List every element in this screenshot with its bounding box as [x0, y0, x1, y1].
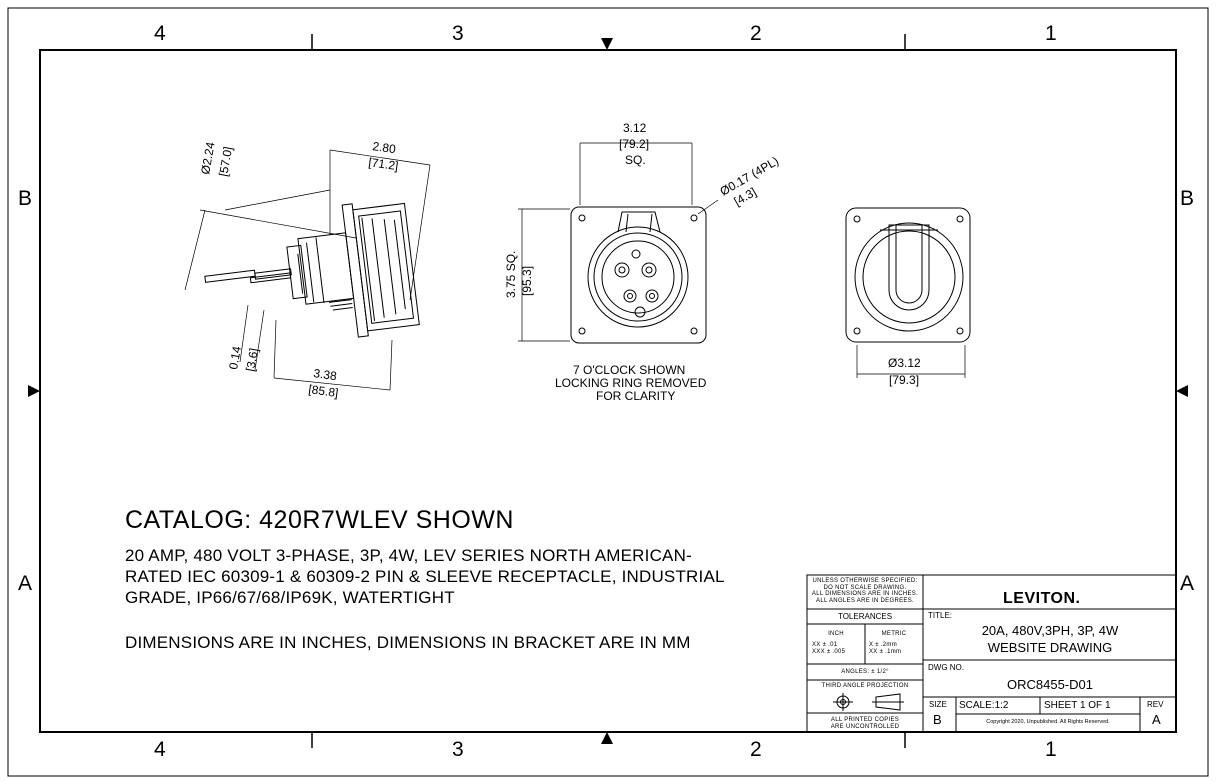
description-line-3: GRADE, IP66/67/68/IP69K, WATERTIGHT — [125, 588, 455, 607]
unless-line-3: ALL DIMENSIONS ARE IN INCHES. — [811, 591, 919, 597]
unless-note: UNLESS OTHERWISE SPECIFIED: DO NOT SCALE… — [808, 578, 922, 604]
front-note-3: FOR CLARITY — [596, 389, 675, 403]
uncontrolled-line-1: ALL PRINTED COPIES — [830, 717, 900, 723]
zone-bottom-4: 4 — [154, 738, 166, 761]
copyright: Copyright 2020, Unpublished. All Rights … — [986, 719, 1110, 725]
description-line-1: 20 AMP, 480 VOLT 3-PHASE, 3P, 4W, LEV SE… — [125, 546, 692, 565]
size-label: SIZE — [929, 700, 947, 709]
side-length-in: 3.38 — [313, 366, 338, 383]
zone-left-b: B — [18, 187, 33, 210]
zone-right-a: A — [1180, 572, 1195, 595]
zone-left-a: A — [18, 572, 33, 595]
title-line-1: 20A, 480V,3PH, 3P, 4W — [981, 623, 1119, 638]
zone-bottom-3: 3 — [452, 738, 464, 761]
inch-label: INCH — [828, 631, 844, 637]
front-height-in: 3.75 SQ. — [504, 251, 518, 298]
center-marks — [28, 38, 1188, 744]
side-depth-in: 2.80 — [372, 139, 397, 156]
zone-top-1: 1 — [1045, 22, 1057, 45]
uncontrolled-note: ALL PRINTED COPIES ARE UNCONTROLLED — [808, 717, 922, 730]
outer-border — [7, 7, 1209, 777]
side-view-labels: Ø2.24 [57.0] 2.80 [71.2] 0.14 [3.6] 3.38… — [198, 139, 399, 400]
projection-label: THIRD ANGLE PROJECTION — [821, 683, 909, 689]
zone-top-4: 4 — [154, 22, 166, 45]
metric-tol-1: X ± .2mm — [869, 642, 898, 648]
angles-label: ANGLES: ± 1/2° — [841, 669, 889, 675]
inch-tol-2: XXX ± .005 — [812, 648, 846, 655]
side-length-mm: [85.8] — [308, 382, 340, 400]
leviton-logo: LEVITON. — [1003, 590, 1081, 607]
front-view-labels: 3.12 [79.2] SQ. 3.75 SQ. [95.3] Ø0.17 (4… — [504, 121, 781, 403]
rev-value: A — [1152, 712, 1161, 727]
uncontrolled-line-2: ARE UNCONTROLLED — [830, 723, 900, 730]
front-width-sq: SQ. — [625, 153, 646, 167]
zone-right-b: B — [1180, 187, 1195, 210]
scale: SCALE:1:2 — [959, 700, 1009, 711]
rev-label: REV — [1147, 700, 1164, 709]
title-block-lines — [806, 574, 1177, 733]
front-view — [518, 142, 719, 344]
metric-tolerances: X ± .2mm XX ± .1mm — [869, 642, 921, 655]
rear-dia-mm: [79.3] — [889, 373, 919, 387]
metric-label: METRIC — [881, 631, 907, 637]
tolerances-label: TOLERANCES — [837, 612, 893, 621]
unless-line-1: UNLESS OTHERWISE SPECIFIED: — [812, 578, 918, 584]
side-offset-mm: [3.6] — [243, 347, 261, 372]
side-depth-mm: [71.2] — [368, 155, 400, 173]
zone-top-2: 2 — [750, 22, 762, 45]
front-note-1: 7 O'CLOCK SHOWN — [573, 363, 685, 377]
unless-line-2: DO NOT SCALE DRAWING. — [823, 584, 907, 591]
unless-line-4: ALL ANGLES ARE IN DEGREES. — [816, 597, 914, 604]
catalog-title: CATALOG: 420R7WLEV SHOWN — [125, 506, 514, 534]
rear-view-labels: Ø3.12 [79.3] — [888, 356, 921, 387]
front-width-in: 3.12 — [623, 121, 647, 135]
metric-tol-2: XX ± .1mm — [869, 648, 902, 655]
zone-ticks — [311, 34, 906, 748]
zone-bottom-1: 1 — [1045, 738, 1057, 761]
zone-bottom-2: 2 — [750, 738, 762, 761]
size-value: B — [933, 712, 942, 727]
dimension-note: DIMENSIONS ARE IN INCHES, DIMENSIONS IN … — [125, 633, 691, 652]
rear-dia-in: Ø3.12 — [888, 356, 921, 370]
side-offset-in: 0.14 — [226, 345, 244, 371]
title-label: TITLE: — [928, 611, 953, 620]
sheet-number: SHEET 1 OF 1 — [1044, 700, 1111, 711]
front-note-2: LOCKING RING REMOVED — [555, 376, 707, 390]
product-description: 20 AMP, 480 VOLT 3-PHASE, 3P, 4W, LEV SE… — [125, 545, 725, 608]
dwg-no: ORC8455-D01 — [1007, 677, 1093, 692]
front-height-mm: [95.3] — [520, 266, 534, 296]
side-dia-in: Ø2.24 — [198, 141, 218, 176]
front-width-mm: [79.2] — [619, 137, 649, 151]
inch-tol-1: XX ± .01 — [812, 642, 838, 648]
zone-top-3: 3 — [452, 22, 464, 45]
description-line-2: RATED IEC 60309-1 & 60309-2 PIN & SLEEVE… — [125, 567, 725, 586]
dwg-no-label: DWG NO. — [928, 663, 964, 672]
side-dia-mm: [57.0] — [216, 146, 235, 178]
side-view — [184, 149, 431, 391]
title-line-2: WEBSITE DRAWING — [987, 640, 1113, 655]
rear-view — [845, 207, 971, 378]
inch-tolerances: XX ± .01 XXX ± .005 — [812, 642, 864, 655]
drawing-title: 20A, 480V,3PH, 3P, 4W WEBSITE DRAWING — [924, 622, 1176, 656]
